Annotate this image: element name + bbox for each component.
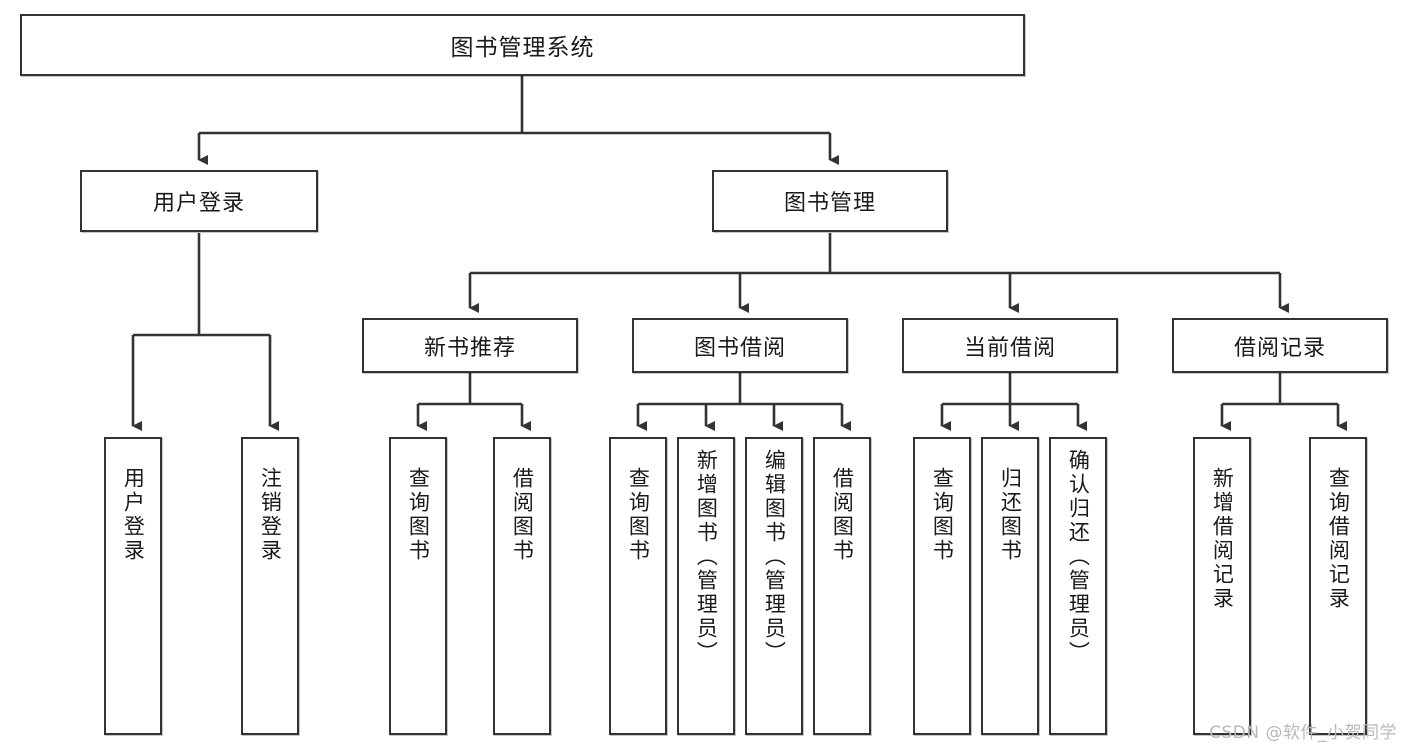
node-label: 新增借阅记录 <box>1210 467 1235 611</box>
node-new-book-recommend[interactable]: 新书推荐 <box>362 318 578 373</box>
leaf-current-confirm-return-admin[interactable]: 确认归还（管理员） <box>1049 437 1107 735</box>
leaf-borrow-edit-book-admin[interactable]: 编辑图书（管理员） <box>745 437 803 735</box>
leaf-logout-login[interactable]: 注销登录 <box>241 437 299 735</box>
leaf-record-add-record[interactable]: 新增借阅记录 <box>1193 437 1251 735</box>
node-label: 新书推荐 <box>423 335 516 361</box>
leaf-current-query-book[interactable]: 查询图书 <box>913 437 971 735</box>
leaf-current-return-book[interactable]: 归还图书 <box>981 437 1039 735</box>
node-root-system[interactable]: 图书管理系统 <box>20 14 1025 76</box>
leaf-user-login[interactable]: 用户登录 <box>104 437 162 735</box>
node-label: 归还图书 <box>998 467 1023 563</box>
leaf-recommend-borrow-book[interactable]: 借阅图书 <box>493 437 551 735</box>
node-label: 用户登录 <box>152 191 245 216</box>
node-label: 注销登录 <box>258 467 283 563</box>
leaf-borrow-query-book[interactable]: 查询图书 <box>609 437 667 735</box>
node-label: 图书管理系统 <box>450 35 595 61</box>
leaf-record-query-record[interactable]: 查询借阅记录 <box>1309 437 1367 735</box>
node-label: 查询图书 <box>930 467 955 563</box>
node-label: 借阅记录 <box>1233 335 1326 361</box>
node-book-management[interactable]: 图书管理 <box>712 170 948 232</box>
leaf-borrow-borrow-book[interactable]: 借阅图书 <box>813 437 871 735</box>
node-label: 借阅图书 <box>510 467 535 563</box>
node-label: 新增图书（管理员） <box>694 449 719 665</box>
node-book-borrow[interactable]: 图书借阅 <box>632 318 848 373</box>
node-label: 查询图书 <box>406 467 431 563</box>
node-label: 借阅图书 <box>830 467 855 563</box>
node-label: 图书管理 <box>783 191 876 216</box>
node-label: 用户登录 <box>121 467 146 563</box>
node-borrow-record[interactable]: 借阅记录 <box>1172 318 1388 373</box>
leaf-recommend-query-book[interactable]: 查询图书 <box>389 437 447 735</box>
leaf-borrow-add-book-admin[interactable]: 新增图书（管理员） <box>677 437 735 735</box>
node-label: 当前借阅 <box>963 335 1056 361</box>
node-current-borrow[interactable]: 当前借阅 <box>902 318 1118 373</box>
node-label: 确认归还（管理员） <box>1066 449 1091 665</box>
node-label: 查询图书 <box>626 467 651 563</box>
node-user-login[interactable]: 用户登录 <box>80 170 318 232</box>
node-label: 图书借阅 <box>693 335 786 361</box>
node-label: 编辑图书（管理员） <box>762 449 787 665</box>
node-label: 查询借阅记录 <box>1326 467 1351 611</box>
